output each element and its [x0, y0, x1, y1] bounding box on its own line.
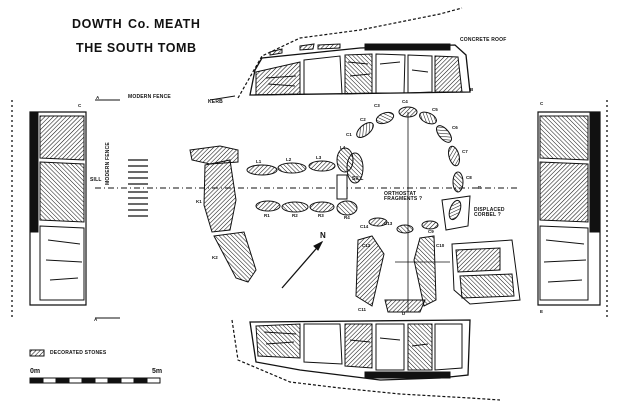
stone-C2: C2 — [360, 117, 366, 122]
stone-C6: C6 — [452, 125, 458, 130]
bottom-concrete-bar — [364, 371, 451, 379]
right-end-elevation — [537, 100, 608, 320]
plan-view — [95, 95, 521, 319]
label-displaced-corbel: DISPLACED CORBEL ? — [474, 207, 505, 218]
title-line1-county: Co. MEATH — [128, 17, 201, 31]
stone-L1: L1 — [256, 159, 262, 164]
label-orthostat-fragments: ORTHOSTAT FRAGMENTS ? — [384, 191, 423, 202]
stone-C13: C13 — [384, 221, 393, 226]
label-north: N — [320, 231, 326, 240]
stone-C9: C9 — [428, 229, 434, 234]
section-mark-B-top: B — [470, 87, 474, 92]
concrete-roof-bar — [364, 43, 451, 51]
stone-R4: R4 — [344, 215, 350, 220]
bottom-section-elevation — [231, 319, 501, 401]
label-sill-right: SILL — [352, 176, 364, 182]
section-mark-C-top: C — [78, 103, 82, 108]
stone-K2: K2 — [212, 255, 218, 260]
stone-K1: K1 — [196, 199, 202, 204]
stone-C12: C12 — [362, 243, 371, 248]
label-modern-fence: MODERN FENCE — [128, 94, 171, 100]
stone-L4: L4 — [340, 145, 346, 150]
stone-L3: L3 — [316, 155, 322, 160]
title-line2: THE SOUTH TOMB — [76, 41, 197, 55]
stone-L2: L2 — [286, 157, 292, 162]
top-section-elevation — [237, 7, 471, 99]
section-mark-A-bottom: A — [94, 317, 98, 322]
scale-bar — [29, 349, 161, 384]
stone-C14: C14 — [360, 224, 369, 229]
legend-decorated-stones: DECORATED STONES — [50, 350, 107, 356]
stone-C7: C7 — [462, 149, 468, 154]
stone-R1: R1 — [264, 213, 270, 218]
stone-R3: R3 — [318, 213, 324, 218]
stone-C10: C10 — [436, 243, 445, 248]
stone-C3: C3 — [374, 103, 380, 108]
stone-R2: R2 — [292, 213, 298, 218]
label-concrete-roof: CONCRETE ROOF — [460, 37, 507, 43]
stone-C5: C5 — [432, 107, 438, 112]
section-mark-D: D — [402, 311, 406, 316]
section-mark-C-right: C — [540, 101, 544, 106]
section-mark-A-top: A — [96, 95, 100, 100]
scale-start-label: 0m — [30, 368, 41, 375]
label-kerb: KERB — [208, 99, 223, 105]
label-modern-fence-vertical: MODERN FENCE — [105, 142, 111, 185]
stone-C1: C1 — [346, 132, 352, 137]
left-end-elevation — [11, 100, 87, 320]
title-line1-place: DOWTH — [72, 17, 123, 31]
stone-C11: C11 — [358, 307, 367, 312]
stone-C8: C8 — [466, 175, 472, 180]
section-mark-B-right: B — [478, 185, 482, 190]
stone-C4: C4 — [402, 99, 408, 104]
label-sill-left: SILL — [90, 177, 102, 183]
section-mark-E: E — [540, 309, 544, 314]
scale-end-label: 5m — [152, 368, 163, 375]
